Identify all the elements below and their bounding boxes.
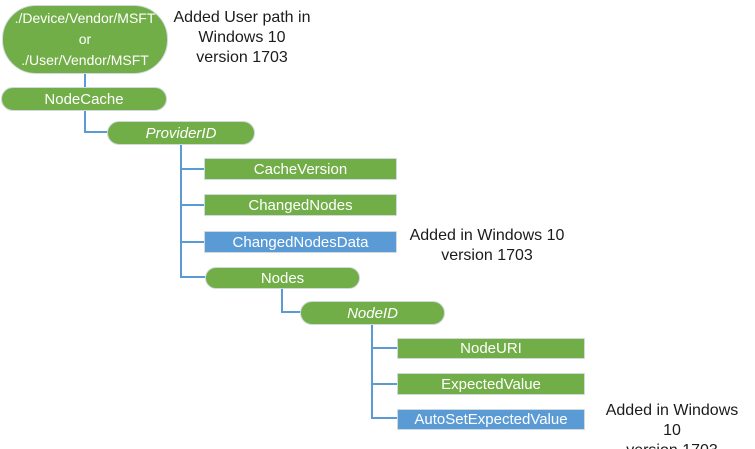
root-path-line: ./User/Vendor/MSFT — [21, 52, 149, 68]
root-path-line: ./Device/Vendor/MSFT — [14, 10, 156, 26]
node-nodecache: NodeCache — [1, 87, 167, 111]
connector-line — [180, 241, 205, 243]
annotation-changednodesdata: Added in Windows 10 version 1703 — [401, 226, 573, 266]
node-autosetexpectedvalue: AutoSetExpectedValue — [397, 409, 585, 430]
annotation-autosetexpectedvalue: Added in Windows 10 version 1703 — [597, 401, 747, 449]
connector-line — [180, 168, 205, 170]
annotation-line: Added User path in — [173, 9, 311, 26]
annotation-line: version 1703 — [196, 49, 288, 66]
connector-line — [281, 311, 301, 313]
annotation-user-path: Added User path in Windows 10 version 17… — [166, 8, 318, 68]
connector-line — [180, 145, 182, 278]
node-nodes: Nodes — [205, 267, 360, 289]
connector-line — [371, 383, 398, 385]
connector-line — [180, 276, 206, 278]
connector-line — [84, 74, 86, 88]
annotation-line: version 1703 — [597, 441, 747, 449]
connector-line — [371, 347, 398, 349]
node-nodeuri: NodeURI — [397, 338, 585, 359]
annotation-line: Windows 10 — [198, 29, 286, 46]
connector-line — [371, 417, 398, 419]
connector-line — [180, 204, 205, 206]
node-providerid: ProviderID — [107, 121, 255, 145]
node-expectedvalue: ExpectedValue — [397, 373, 585, 395]
node-root-path: ./Device/Vendor/MSFT or ./User/Vendor/MS… — [2, 5, 168, 74]
connector-line — [84, 111, 86, 133]
annotation-line: Added in Windows 10 — [605, 402, 739, 439]
node-changednodesdata: ChangedNodesData — [204, 231, 397, 253]
node-changednodes: ChangedNodes — [204, 194, 397, 216]
connector-line — [84, 131, 108, 133]
node-nodeid: NodeID — [300, 301, 445, 325]
annotation-line: Added in Windows 10 — [409, 227, 565, 244]
connector-line — [281, 289, 283, 313]
annotation-line: version 1703 — [441, 247, 533, 264]
connector-line — [371, 325, 373, 419]
node-cacheversion: CacheVersion — [204, 158, 397, 180]
root-path-line: or — [78, 31, 92, 47]
